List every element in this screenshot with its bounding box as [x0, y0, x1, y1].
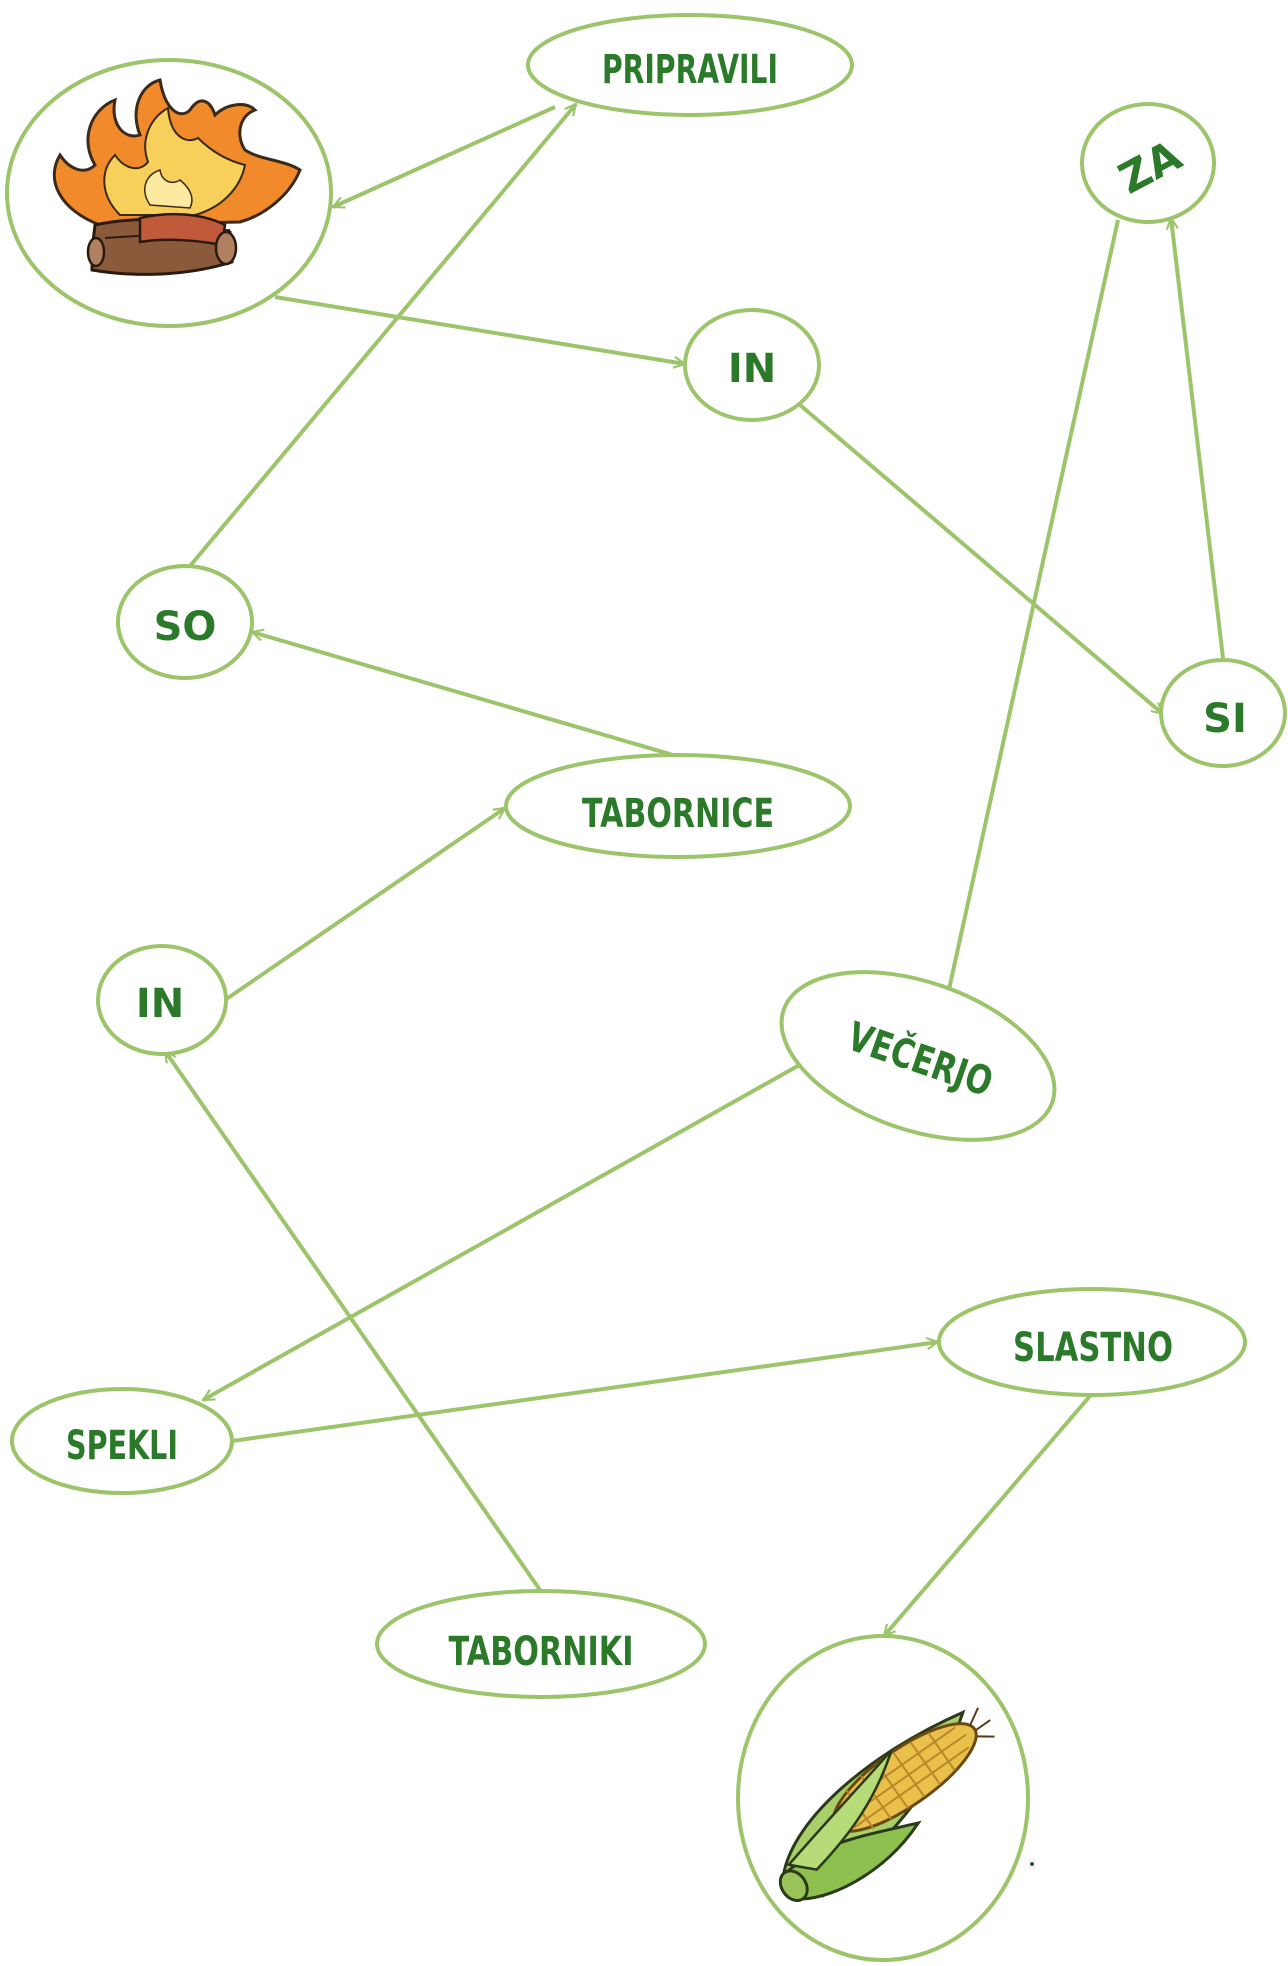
node-label: SPEKLI — [66, 1423, 178, 1469]
arrow-tabornice-to-so — [252, 632, 681, 759]
node-pripravili: PRIPRAVILI — [526, 13, 854, 117]
node-label: SLASTNO — [1013, 1325, 1173, 1371]
arrow-pripravili-to-campfire — [333, 105, 556, 209]
node-label: TABORNIKI — [449, 1629, 634, 1675]
node-vecerjo: VEČERJO — [779, 970, 1057, 1142]
node-label: TABORNICE — [582, 791, 774, 837]
corn-icon — [778, 1707, 995, 1903]
campfire-icon — [52, 78, 302, 276]
arrow-campfire-to-in — [274, 295, 685, 364]
node-label: IN — [728, 346, 776, 392]
node-in-mid: IN — [96, 944, 228, 1056]
node-label: IN — [136, 981, 184, 1027]
node-label: SO — [154, 604, 217, 650]
connections — [163, 104, 1225, 1636]
node-za: ZA — [1080, 102, 1216, 224]
node-so: SO — [116, 564, 254, 680]
arrow-taborniki-to-in — [163, 1051, 542, 1592]
node-taborniki: TABORNIKI — [375, 1589, 707, 1699]
node-slastno: SLASTNO — [937, 1287, 1247, 1397]
arrow-vecerjo-to-spekli — [203, 1061, 804, 1402]
campfire-node — [5, 58, 333, 328]
node-spekli: SPEKLI — [10, 1387, 234, 1495]
arrow-slastno-to-corn — [884, 1394, 1092, 1636]
arrow-so-to-pripravili — [188, 104, 578, 568]
node-tabornice: TABORNICE — [504, 753, 852, 859]
node-label: PRIPRAVILI — [602, 47, 778, 93]
dot-mark — [1030, 1862, 1034, 1866]
arrow-in-to-si — [798, 403, 1163, 716]
arrow-za-to-vecerjo — [946, 219, 1120, 1003]
arrow-si-to-za — [1171, 218, 1225, 659]
node-label: SI — [1203, 696, 1247, 742]
arrow-in-to-tabornice — [223, 806, 505, 1002]
node-si: SI — [1159, 658, 1287, 768]
node-in-top: IN — [683, 308, 821, 422]
arrow-spekli-to-slastno — [231, 1342, 938, 1443]
corn-node — [736, 1634, 1034, 1962]
